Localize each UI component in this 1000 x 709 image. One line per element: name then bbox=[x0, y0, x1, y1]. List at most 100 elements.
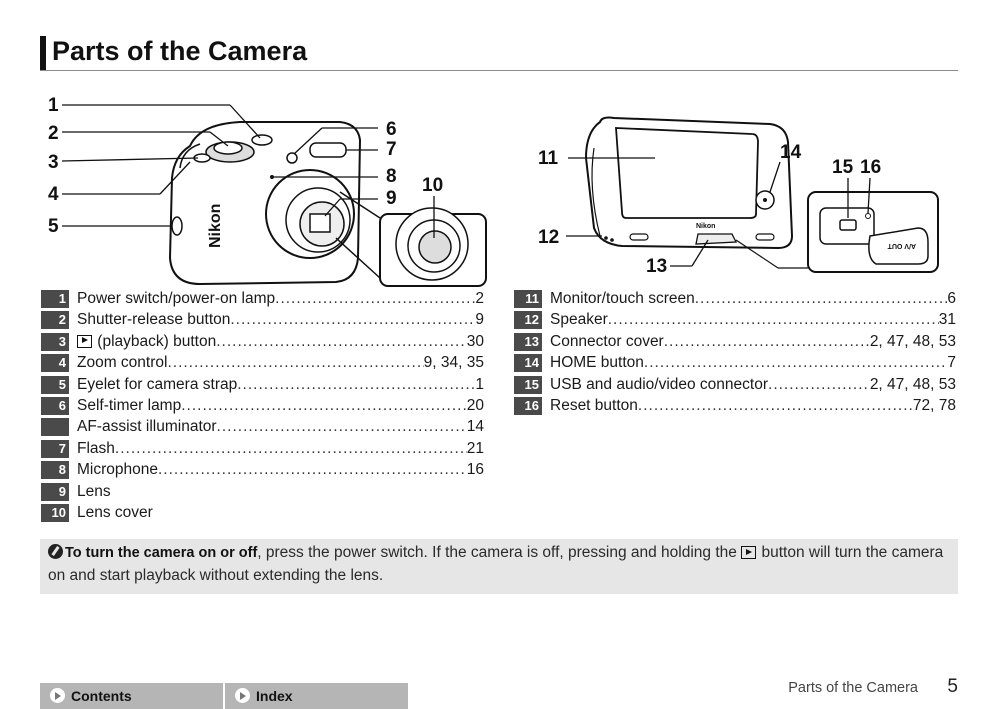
part-row: 5 Eyelet for camera strap 1 bbox=[41, 374, 484, 395]
part-label: Shutter-release button bbox=[77, 311, 231, 329]
part-pages[interactable]: 21 bbox=[466, 439, 484, 457]
part-row: 1 Power switch/power-on lamp 2 bbox=[41, 288, 484, 309]
part-number: 9 bbox=[41, 482, 69, 501]
part-row: 7 Flash 21 bbox=[41, 438, 484, 459]
callout-10: 10 bbox=[422, 175, 443, 196]
part-number bbox=[41, 418, 69, 437]
part-pages[interactable]: 20 bbox=[466, 396, 484, 414]
part-pages[interactable]: 9 bbox=[475, 311, 484, 329]
part-pages[interactable]: 72, 78 bbox=[912, 396, 956, 414]
leader-dots bbox=[608, 309, 939, 330]
callout-1: 1 bbox=[48, 95, 59, 116]
part-label: AF-assist illuminator bbox=[77, 418, 217, 436]
part-row: 2 Shutter-release button 9 bbox=[41, 309, 484, 330]
part-row: 6 Self-timer lamp 20 bbox=[41, 395, 484, 416]
callout-2: 2 bbox=[48, 123, 59, 144]
part-row: AF-assist illuminator 14 bbox=[41, 416, 484, 437]
part-label: Flash bbox=[77, 439, 115, 457]
leader-dots bbox=[115, 438, 467, 459]
part-row: 13 Connector cover 2, 47, 48, 53 bbox=[514, 331, 956, 352]
part-pages[interactable]: 31 bbox=[938, 311, 956, 329]
playback-icon bbox=[741, 546, 757, 559]
part-pages[interactable]: 2, 47, 48, 53 bbox=[869, 375, 956, 393]
part-number: 13 bbox=[514, 332, 542, 351]
part-label: Self-timer lamp bbox=[77, 396, 182, 414]
callout-6: 6 bbox=[386, 119, 397, 140]
part-pages[interactable]: 2, 47, 48, 53 bbox=[869, 332, 956, 350]
leader-dots bbox=[644, 352, 947, 373]
callout-7: 7 bbox=[386, 139, 397, 160]
camera-front-diagram: Nikon 1 2 3 4 5 6 7 8 9 10 bbox=[40, 88, 490, 288]
camera-back-illustration: Nikon A/V OUT 11 12 13 14 15 16 bbox=[538, 116, 939, 277]
part-number: 1 bbox=[41, 290, 69, 308]
part-label: Connector cover bbox=[550, 332, 664, 350]
camera-brand-text: Nikon bbox=[207, 204, 224, 248]
pencil-note-icon bbox=[48, 544, 63, 559]
callout-12: 12 bbox=[538, 227, 559, 248]
page-title: Parts of the Camera bbox=[52, 36, 308, 66]
leader-dots bbox=[664, 331, 870, 352]
leader-dots bbox=[167, 352, 423, 373]
part-label: Lens cover bbox=[77, 503, 153, 521]
part-pages[interactable]: 7 bbox=[947, 354, 956, 372]
part-number: 2 bbox=[41, 311, 69, 330]
part-pages[interactable]: 1 bbox=[475, 375, 484, 393]
page-number: 5 bbox=[947, 676, 958, 697]
part-number: 6 bbox=[41, 396, 69, 415]
leader-dots bbox=[230, 309, 475, 330]
note-text-1: , press the power switch. If the camera … bbox=[257, 544, 742, 561]
part-label: HOME button bbox=[550, 354, 644, 372]
part-pages[interactable]: 14 bbox=[466, 418, 484, 436]
leader-dots bbox=[216, 331, 467, 352]
part-row: 8 Microphone 16 bbox=[41, 459, 484, 480]
title-accent-bar bbox=[40, 36, 46, 70]
callout-13: 13 bbox=[646, 256, 667, 277]
back-brand-text: Nikon bbox=[696, 223, 715, 230]
part-row: 14 HOME button 7 bbox=[514, 352, 956, 373]
part-number: 10 bbox=[41, 503, 69, 522]
note-lead: To turn the camera on or off bbox=[65, 545, 258, 561]
part-number: 8 bbox=[41, 461, 69, 480]
part-label: Speaker bbox=[550, 311, 608, 329]
part-label: Power switch/power-on lamp bbox=[77, 290, 276, 307]
callout-5: 5 bbox=[48, 216, 59, 237]
part-pages[interactable]: 30 bbox=[466, 332, 484, 350]
part-label: Zoom control bbox=[77, 354, 168, 372]
part-row: 12Speaker31 bbox=[514, 309, 956, 330]
part-label: USB and audio/video connector bbox=[550, 375, 769, 393]
part-label: Eyelet for camera strap bbox=[77, 375, 238, 393]
part-number: 11 bbox=[514, 290, 542, 308]
tip-note: To turn the camera on or off, press the … bbox=[40, 539, 958, 594]
leader-dots bbox=[181, 395, 467, 416]
part-label: Microphone bbox=[77, 461, 158, 479]
part-number: 3 bbox=[41, 332, 69, 351]
contents-button[interactable]: Contents bbox=[40, 683, 223, 709]
part-number: 14 bbox=[514, 354, 542, 373]
callout-3: 3 bbox=[48, 152, 59, 173]
arrow-right-icon bbox=[50, 688, 65, 703]
part-number: 5 bbox=[41, 375, 69, 394]
part-number: 15 bbox=[514, 375, 542, 394]
camera-front-illustration: Nikon 1 2 3 4 5 6 7 8 9 10 bbox=[48, 95, 487, 287]
part-pages[interactable]: 16 bbox=[466, 461, 484, 479]
part-row: 11 Monitor/touch screen 6 bbox=[514, 288, 956, 309]
part-row: 10 Lens cover bbox=[41, 502, 484, 523]
arrow-right-icon bbox=[235, 688, 250, 703]
part-pages[interactable]: 6 bbox=[947, 290, 956, 307]
part-pages[interactable]: 2 bbox=[475, 290, 484, 307]
part-number: 16 bbox=[514, 396, 542, 415]
callout-14: 14 bbox=[780, 142, 802, 163]
part-number: 4 bbox=[41, 354, 69, 373]
callout-9: 9 bbox=[386, 188, 397, 209]
callout-15: 15 bbox=[832, 157, 854, 178]
part-label: Monitor/touch screen bbox=[550, 290, 695, 307]
part-pages[interactable]: 9, 34, 35 bbox=[423, 354, 484, 372]
part-label: (playback) button bbox=[93, 332, 217, 350]
index-button[interactable]: Index bbox=[225, 683, 408, 709]
part-number: 7 bbox=[41, 439, 69, 458]
leader-dots bbox=[217, 416, 467, 437]
port-label-text: A/V OUT bbox=[887, 242, 916, 249]
